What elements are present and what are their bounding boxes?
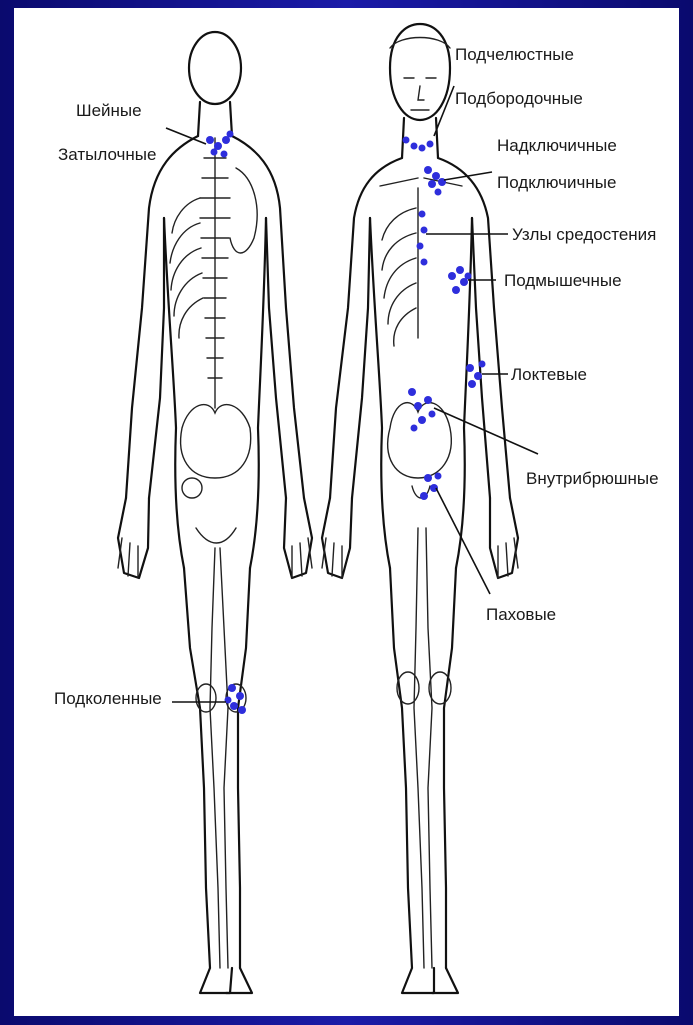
- inguinal-nodes: [420, 473, 442, 501]
- back-scapula: [230, 168, 257, 253]
- submandibular-submental-nodes: [403, 137, 434, 152]
- back-legs-inner: [210, 548, 228, 968]
- leader-cervical: [166, 128, 206, 144]
- label-popliteal: Подколенные: [54, 689, 162, 708]
- back-head: [189, 32, 241, 104]
- label-occipital: Затылочные: [58, 145, 156, 164]
- cervical-occipital-nodes: [206, 131, 234, 158]
- axillary-nodes: [448, 266, 472, 294]
- label-supraclavicular: Надключичные: [497, 136, 617, 155]
- front-pelvis: [388, 403, 452, 478]
- front-face: [404, 78, 436, 110]
- front-legs-inner: [414, 528, 432, 968]
- intra-abdominal-nodes: [408, 388, 436, 432]
- lymph-node-diagram: Шейные Затылочные Подколенные Подчелюстн…: [14, 8, 679, 1016]
- front-view-figure: [322, 24, 518, 993]
- diagram-panel: Шейные Затылочные Подколенные Подчелюстн…: [14, 8, 679, 1016]
- back-legs-outer: [184, 568, 250, 993]
- leader-supraclavicular: [444, 172, 492, 180]
- label-axillary: Подмышечные: [504, 271, 622, 290]
- back-pelvis: [181, 405, 251, 478]
- back-neck: [198, 102, 232, 136]
- label-submental: Подбородочные: [455, 89, 583, 108]
- label-mediastinal: Узлы средостения: [512, 225, 656, 244]
- label-inguinal: Паховые: [486, 605, 556, 624]
- back-view-figure: [118, 32, 312, 993]
- label-submandibular: Подчелюстные: [455, 45, 574, 64]
- front-head: [390, 24, 450, 120]
- label-subclavian: Подключичные: [497, 173, 616, 192]
- label-intra-abdominal: Внутрибрюшные: [526, 469, 659, 488]
- labels: Шейные Затылочные Подколенные Подчелюстн…: [54, 45, 659, 708]
- label-elbow: Локтевые: [511, 365, 587, 384]
- front-ribs: [382, 208, 416, 346]
- label-cervical: Шейные: [76, 101, 142, 120]
- back-ribs: [170, 198, 203, 338]
